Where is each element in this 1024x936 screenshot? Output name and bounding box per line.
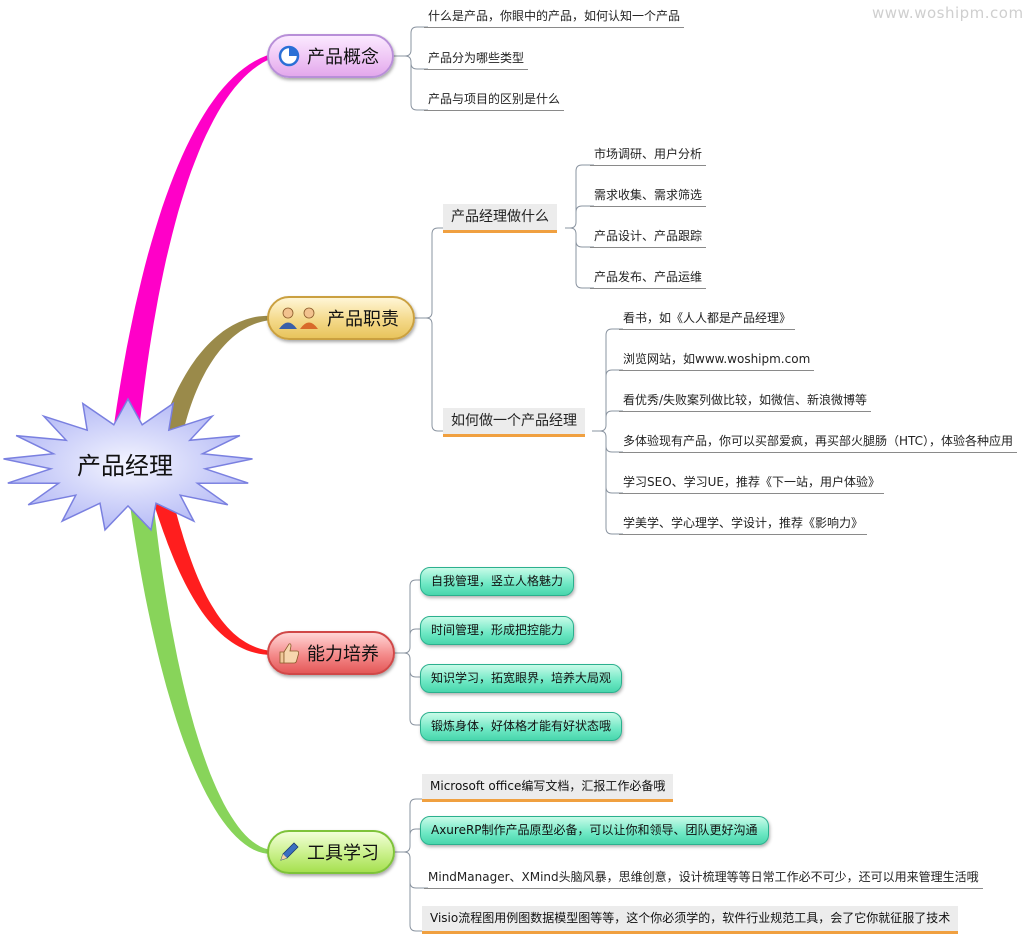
tools-item-office[interactable]: Microsoft office编写文档，汇报工作必备哦 — [422, 774, 674, 802]
duty-sub-what[interactable]: 产品经理做什么 — [443, 204, 557, 233]
pencil-icon — [277, 840, 301, 864]
tools-item-axure[interactable]: AxureRP制作产品原型必备，可以让你和领导、团队更好沟通 — [420, 816, 769, 845]
duty-what-item-3[interactable]: 产品设计、产品跟踪 — [590, 228, 707, 248]
people-icon — [277, 306, 321, 330]
duty-what-item-2[interactable]: 需求收集、需求筛选 — [590, 187, 707, 207]
connector-concept — [394, 26, 428, 111]
branch-product-concept[interactable]: 产品概念 — [267, 34, 394, 78]
branch-line-ability — [150, 487, 273, 655]
duty-what-item-4[interactable]: 产品发布、产品运维 — [590, 269, 707, 289]
branch-product-duty[interactable]: 产品职责 — [267, 296, 415, 340]
branch-label: 产品职责 — [327, 309, 399, 330]
ability-item-1[interactable]: 自我管理，竖立人格魅力 — [420, 567, 575, 596]
duty-what-item-1[interactable]: 市场调研、用户分析 — [590, 146, 707, 166]
duty-how-item-6[interactable]: 学美学、学心理学、学设计，推荐《影响力》 — [619, 515, 868, 535]
connector-duty — [415, 227, 446, 432]
connector-duty-how — [592, 328, 623, 535]
concept-item-1[interactable]: 什么是产品，你眼中的产品，如何认知一个产品 — [424, 8, 685, 28]
pie-chart-icon — [277, 44, 301, 68]
branch-label: 产品概念 — [307, 47, 379, 68]
connector-ability — [395, 579, 421, 726]
center-burst-shape — [3, 397, 253, 532]
duty-how-item-3[interactable]: 看优秀/失败案列做比较，如微信、新浪微博等 — [619, 392, 872, 412]
concept-item-3[interactable]: 产品与项目的区别是什么 — [424, 91, 565, 111]
duty-how-item-5[interactable]: 学习SEO、学习UE，推荐《下一站，用户体验》 — [619, 474, 885, 494]
branch-tools-learning[interactable]: 工具学习 — [267, 830, 395, 874]
branch-line-duty — [159, 315, 272, 443]
tools-item-visio[interactable]: Visio流程图用例图数据模型图等等，这个你必须学的，软件行业规范工具，会了它你… — [422, 906, 959, 934]
duty-sub-how[interactable]: 如何做一个产品经理 — [443, 408, 585, 437]
branch-ability-training[interactable]: 能力培养 — [267, 631, 395, 675]
duty-how-item-1[interactable]: 看书，如《人人都是产品经理》 — [619, 310, 796, 330]
thumbs-up-icon — [277, 641, 301, 665]
connector-tools — [395, 798, 428, 932]
ability-item-2[interactable]: 时间管理，形成把控能力 — [420, 616, 575, 645]
connector-duty-what — [565, 164, 594, 289]
ability-item-4[interactable]: 锻炼身体，好体格才能有好状态哦 — [420, 712, 623, 741]
branch-line-tools — [128, 488, 273, 854]
center-topic[interactable]: 产品经理 — [77, 452, 173, 480]
branch-label: 工具学习 — [307, 843, 379, 864]
branch-label: 能力培养 — [307, 644, 379, 665]
watermark: www.woshipm.com — [872, 4, 1024, 22]
duty-how-item-4[interactable]: 多体验现有产品，你可以买部爱疯，再买部火腿肠（HTC），体验各种应用 — [619, 433, 1018, 453]
tools-item-mindmanager[interactable]: MindManager、XMind头脑风暴，思维创意，设计梳理等等日常工作必不可… — [424, 869, 983, 889]
concept-item-2[interactable]: 产品分为哪些类型 — [424, 50, 529, 70]
ability-item-3[interactable]: 知识学习，拓宽眼界，培养大局观 — [420, 664, 623, 693]
duty-how-item-2[interactable]: 浏览网站，如www.woshipm.com — [619, 351, 815, 371]
